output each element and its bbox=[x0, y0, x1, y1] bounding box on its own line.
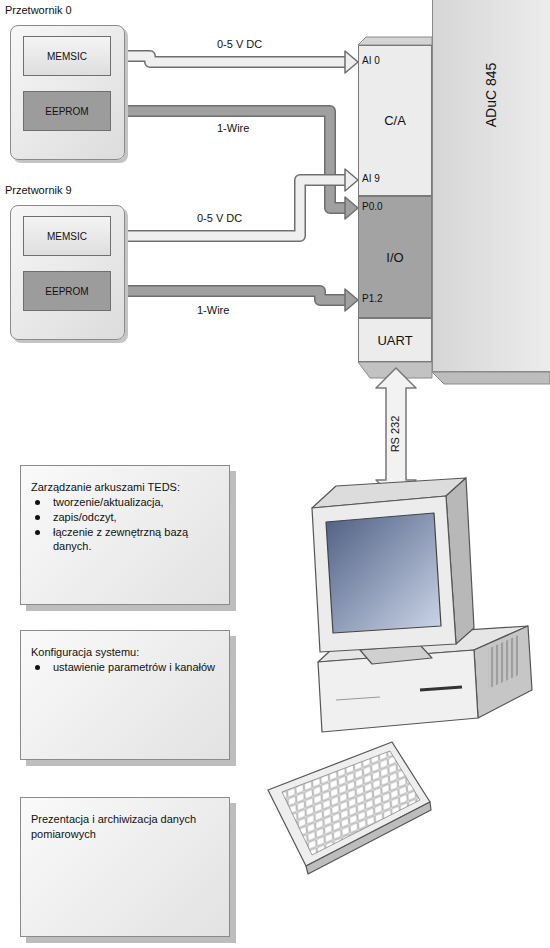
function-panel: Prezentacja i archiwizacja danych pomiar… bbox=[20, 797, 230, 937]
function-panel: Zarządzanie arkuszami TEDS:tworzenie/akt… bbox=[20, 465, 230, 605]
box-label: EEPROM bbox=[45, 106, 88, 117]
signal-arrow bbox=[111, 51, 358, 73]
box-label: EEPROM bbox=[45, 286, 88, 297]
box-label: C/A bbox=[384, 113, 406, 128]
transducer-box: Przetwornik 9MEMSICEEPROM bbox=[10, 205, 125, 340]
interface-label: RS 232 bbox=[389, 414, 402, 455]
box-label: MEMSIC bbox=[47, 231, 87, 242]
bullet-dot bbox=[35, 515, 40, 520]
uart-block: UART bbox=[358, 318, 432, 362]
chip-name: ADuC 845 bbox=[483, 63, 499, 128]
signal-arrow bbox=[111, 100, 358, 219]
bullet-text: ustawienie parametrów i kanałów bbox=[53, 661, 215, 673]
signal-label: 1-Wire bbox=[195, 304, 231, 317]
panel-heading: Konfiguracja systemu: bbox=[31, 645, 219, 660]
pin-label: AI 9 bbox=[362, 173, 380, 185]
box-label: MEMSIC bbox=[47, 51, 87, 62]
transducer-box: Przetwornik 0MEMSICEEPROM bbox=[10, 25, 125, 160]
box-label: UART bbox=[377, 333, 412, 348]
bullet-item: zapis/odczyt, bbox=[31, 510, 219, 525]
signal-label: 0-5 V DC bbox=[195, 212, 244, 225]
panel-heading: Zarządzanie arkuszami TEDS: bbox=[31, 480, 219, 495]
sensor-box: MEMSIC bbox=[23, 36, 111, 76]
bullet-dot bbox=[35, 665, 40, 670]
function-panel: Konfiguracja systemu:ustawienie parametr… bbox=[20, 630, 230, 760]
pin-label: AI 0 bbox=[362, 55, 380, 67]
bullet-item: łączenie z zewnętrzną bazą danych. bbox=[31, 525, 219, 555]
rs232-arrow bbox=[376, 368, 416, 500]
microcontroller-body: ADuC 845 bbox=[432, 0, 550, 372]
bullet-dot bbox=[35, 500, 40, 505]
transducer-title: Przetwornik 9 bbox=[5, 184, 72, 196]
memory-box: EEPROM bbox=[23, 271, 111, 311]
computer-icon bbox=[268, 478, 532, 874]
signal-label: 0-5 V DC bbox=[215, 38, 264, 51]
signal-arrow bbox=[111, 169, 358, 236]
bullet-item: ustawienie parametrów i kanałów bbox=[31, 660, 219, 675]
pin-label: P0.0 bbox=[362, 201, 383, 213]
sensor-box: MEMSIC bbox=[23, 216, 111, 256]
memory-box: EEPROM bbox=[23, 91, 111, 131]
pin-label: P1.2 bbox=[362, 293, 383, 305]
bullet-text: zapis/odczyt, bbox=[53, 511, 117, 523]
bullet-text: łączenie z zewnętrzną bazą danych. bbox=[53, 526, 188, 553]
signal-arrow bbox=[111, 280, 358, 311]
bullet-text: tworzenie/aktualizacja, bbox=[53, 496, 164, 508]
signal-label: 1-Wire bbox=[215, 122, 251, 135]
bullet-item: tworzenie/aktualizacja, bbox=[31, 495, 219, 510]
panel-heading: Prezentacja i archiwizacja danych pomiar… bbox=[31, 812, 219, 842]
box-label: I/O bbox=[386, 250, 403, 265]
bullet-dot bbox=[35, 530, 40, 535]
transducer-title: Przetwornik 0 bbox=[5, 4, 72, 16]
